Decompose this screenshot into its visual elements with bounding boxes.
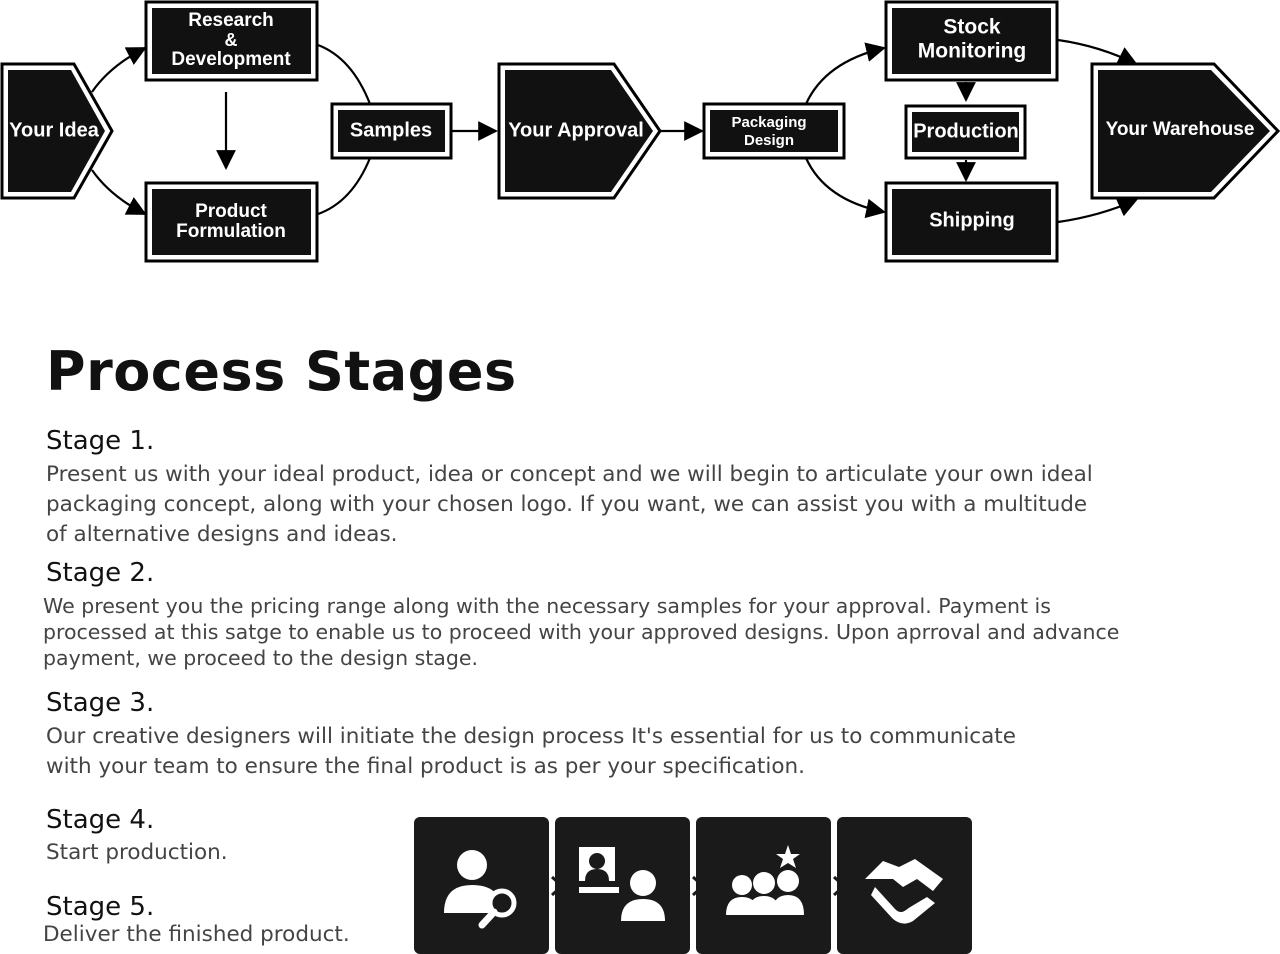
stage-5-heading: Stage 5. <box>46 892 155 922</box>
your-idea-label: Your Idea <box>9 119 100 141</box>
stage-3-heading: Stage 3. <box>46 688 155 718</box>
stage-3-line: with your team to ensure the final produ… <box>46 754 805 779</box>
stage-1-text: Present us with your ideal product, idea… <box>46 460 1093 550</box>
research-label-line3: Development <box>171 49 291 70</box>
packaging-label-line2: Design <box>744 132 794 149</box>
packaging-label-line1: Packaging <box>731 114 806 131</box>
process-flow-diagram: Your Idea Research & Development Product… <box>0 0 1280 263</box>
stock-label-line2: Monitoring <box>918 40 1026 63</box>
page-title: Process Stages <box>46 340 517 403</box>
node-your-approval: Your Approval <box>497 62 662 200</box>
your-approval-label: Your Approval <box>508 119 644 141</box>
production-label: Production <box>913 120 1019 142</box>
samples-label: Samples <box>350 119 432 141</box>
stage-3-line: Our creative designers will initiate the… <box>46 724 1016 749</box>
research-label-line1: Research <box>188 10 274 31</box>
research-label-line2: & <box>225 30 238 50</box>
handshake-icon <box>837 817 972 954</box>
stage-2-heading: Stage 2. <box>46 558 155 588</box>
node-your-warehouse: Your Warehouse <box>1090 62 1280 200</box>
stock-label-line1: Stock <box>943 16 1001 39</box>
node-shipping: Shipping <box>884 181 1059 263</box>
stage-2-line: payment, we proceed to the design stage. <box>43 646 479 670</box>
node-production: Production <box>904 104 1027 160</box>
stage-1-line: packaging concept, along with your chose… <box>46 492 1088 517</box>
stage-5-text: Deliver the finished product. <box>43 920 350 950</box>
presenter-audience-icon <box>555 817 690 954</box>
node-research-development: Research & Development <box>144 0 319 82</box>
shipping-label: Shipping <box>929 209 1015 231</box>
stage-4-heading: Stage 4. <box>46 805 155 835</box>
stage-3-text: Our creative designers will initiate the… <box>46 722 1016 782</box>
product-label-line2: Formulation <box>176 221 286 242</box>
product-label-line1: Product <box>195 201 267 222</box>
stage-2-line: We present you the pricing range along w… <box>43 594 1051 618</box>
node-your-idea: Your Idea <box>0 62 114 200</box>
team-star-icon <box>696 817 831 954</box>
node-samples: Samples <box>330 102 453 160</box>
node-stock-monitoring: Stock Monitoring <box>884 0 1059 82</box>
stage-2-text: We present you the pricing range along w… <box>43 593 1119 671</box>
stage-1-line: Present us with your ideal product, idea… <box>46 462 1093 487</box>
flow-connectors <box>91 38 1138 224</box>
user-search-icon <box>414 817 549 954</box>
stage-1-line: of alternative designs and ideas. <box>46 522 398 547</box>
your-warehouse-label: Your Warehouse <box>1106 119 1255 140</box>
stage-4-line: Start production. <box>46 840 228 865</box>
stage-5-line: Deliver the finished product. <box>43 922 350 947</box>
stage-1-heading: Stage 1. <box>46 426 155 456</box>
stage-2-line: processed at this satge to enable us to … <box>43 620 1120 644</box>
process-icon-strip <box>414 817 978 954</box>
node-product-formulation: Product Formulation <box>144 181 319 263</box>
node-packaging-design: Packaging Design <box>702 102 846 160</box>
stage-4-text: Start production. <box>46 838 228 868</box>
